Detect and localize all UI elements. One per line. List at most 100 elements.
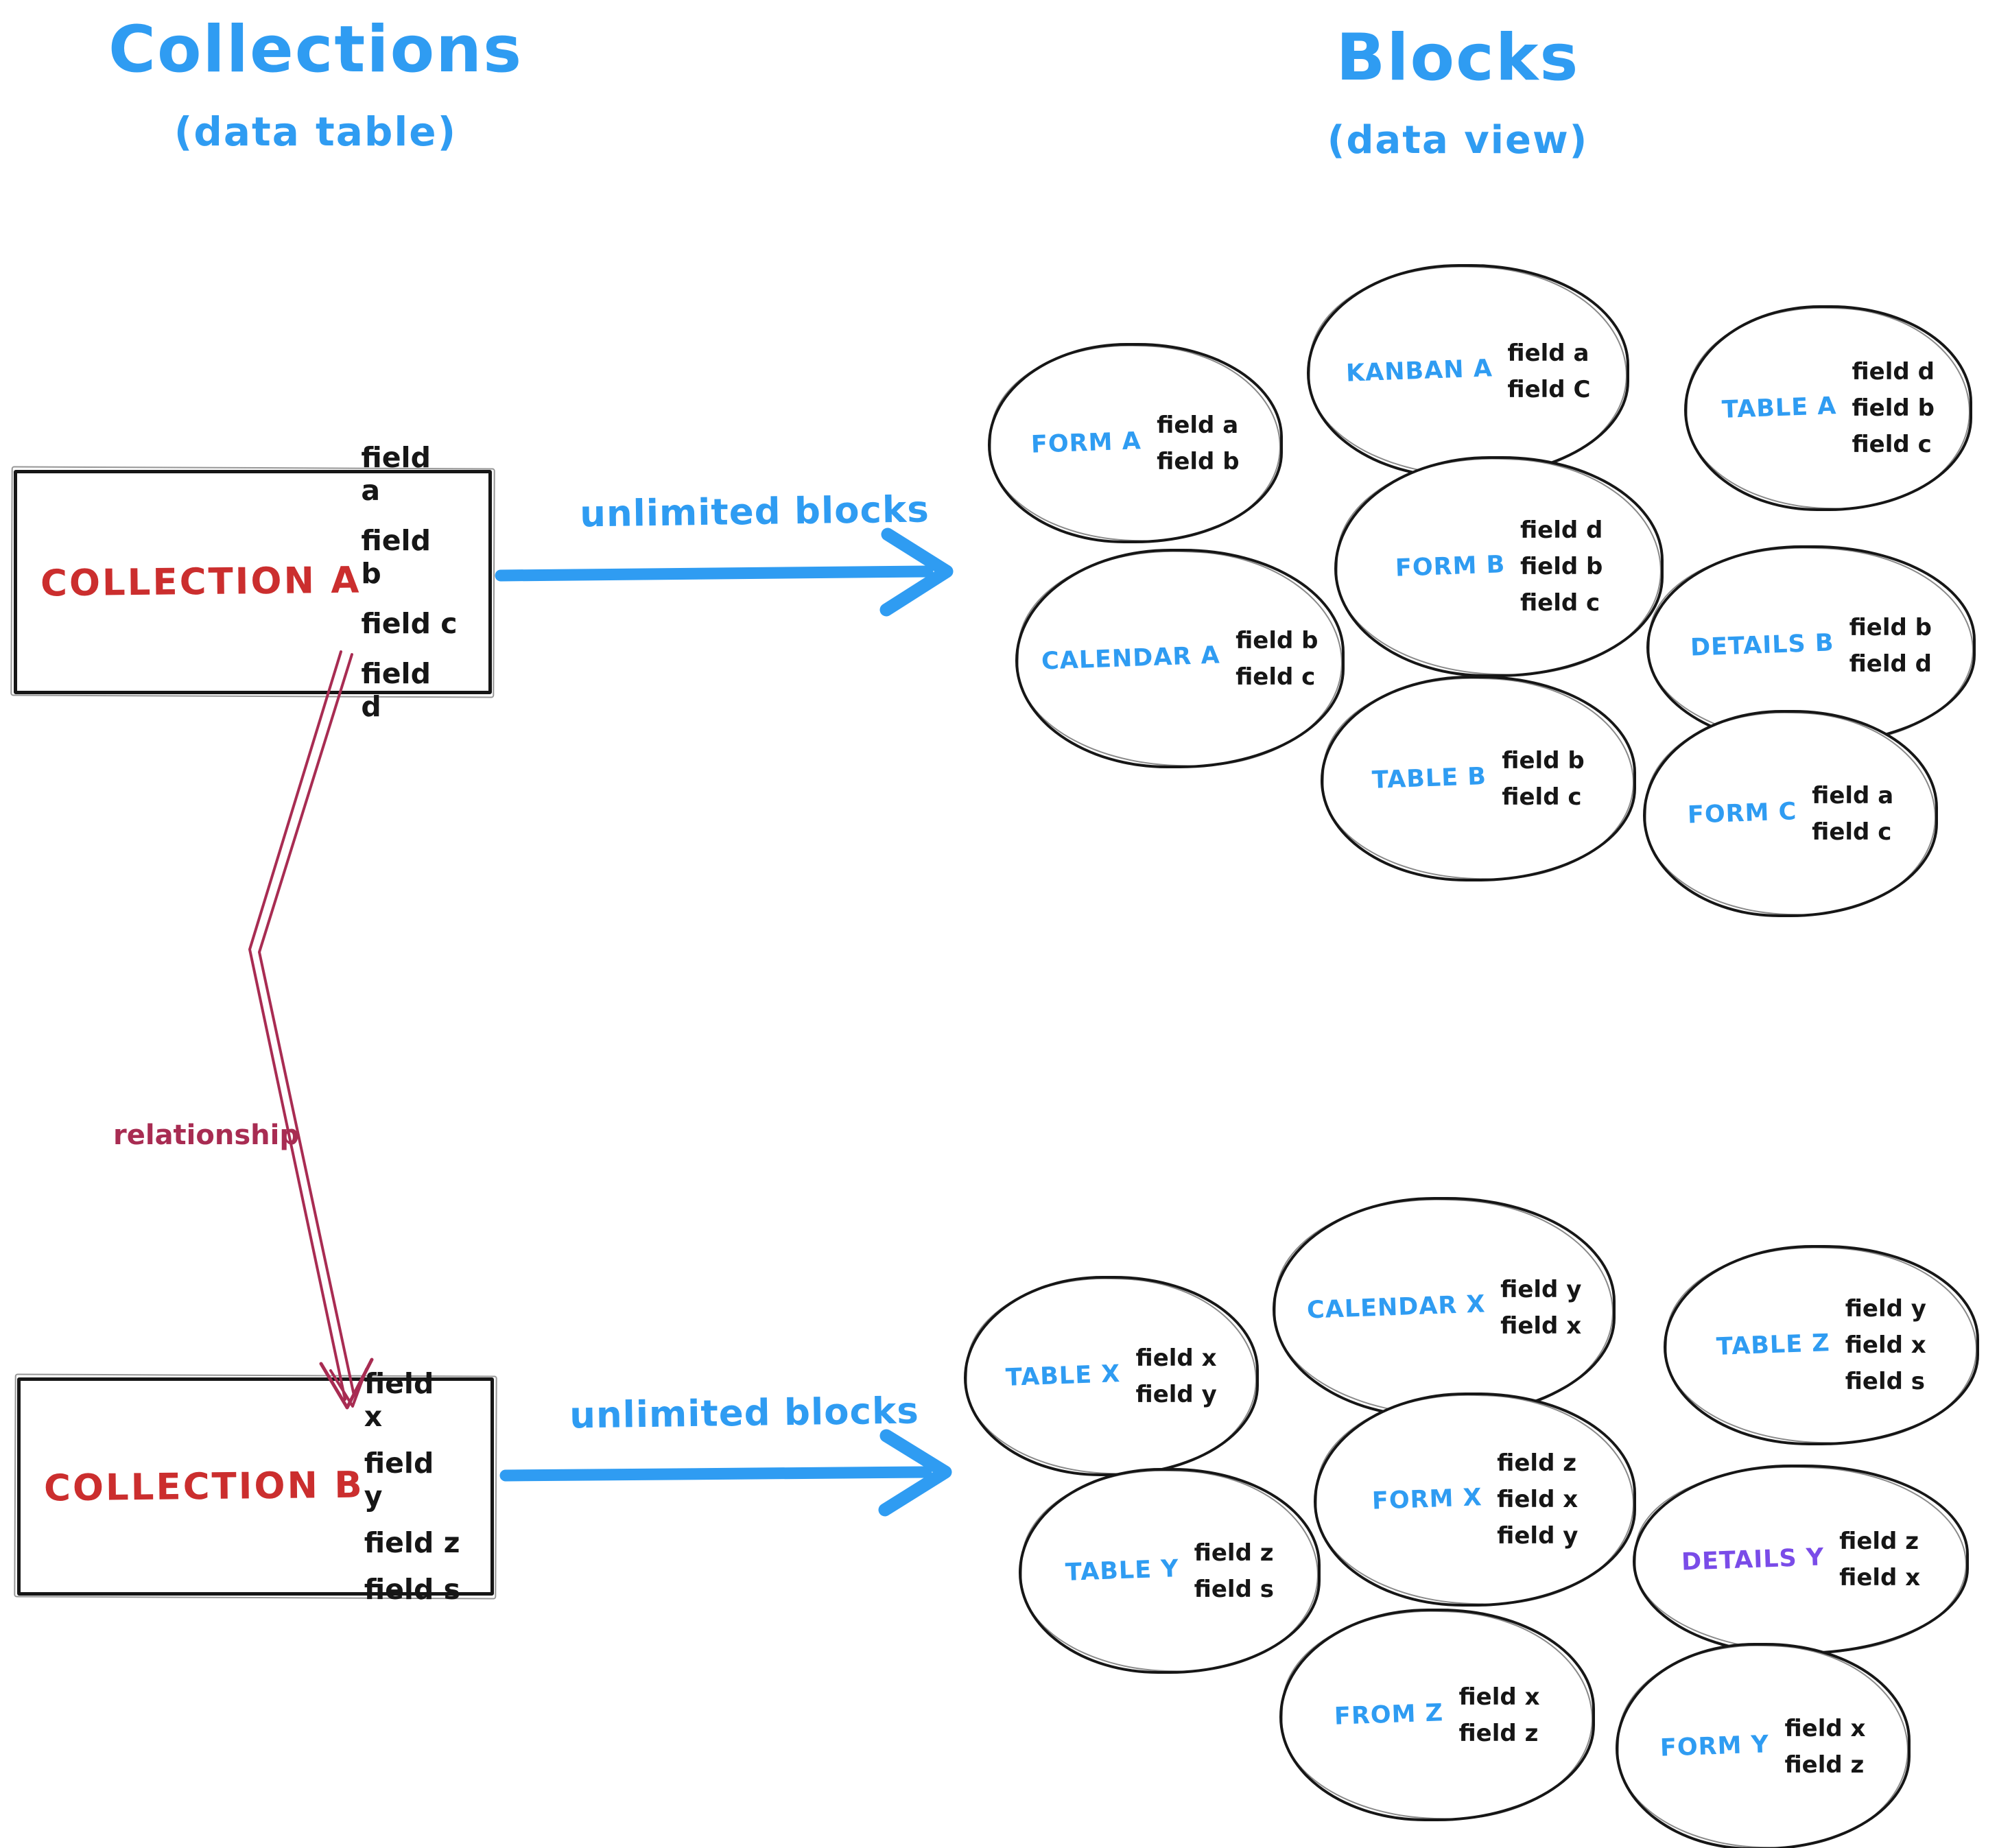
field-label: field y <box>1497 1522 1579 1550</box>
field-label: field b <box>1849 613 1932 641</box>
block-table-x: TABLE X field x field y <box>964 1276 1259 1476</box>
block-fields: field y field x <box>1500 1276 1581 1340</box>
block-label: TABLE Y <box>1065 1555 1180 1587</box>
block-fields: field x field z <box>1458 1683 1539 1747</box>
field-label: field x <box>1784 1714 1866 1742</box>
block-fields: field d field b field c <box>1520 517 1603 617</box>
block-calendar-a: CALENDAR A field b field c <box>1015 549 1345 768</box>
block-fields: field z field x <box>1839 1528 1920 1591</box>
field-label: field d <box>1520 517 1603 544</box>
field-label: field a <box>1507 339 1589 367</box>
field-label: field x <box>1458 1683 1540 1711</box>
block-fields: field x field y <box>1136 1344 1217 1408</box>
field-label: field y <box>1845 1295 1926 1323</box>
block-label: FROM Z <box>1334 1699 1445 1731</box>
field-label: field c <box>1812 818 1892 846</box>
field-label: field s <box>1845 1368 1926 1395</box>
field-label: field z <box>1458 1719 1539 1747</box>
block-fields: field b field d <box>1849 614 1932 678</box>
field-label: field b <box>1502 746 1585 774</box>
field-label: field c <box>1852 431 1932 458</box>
block-label: FORM Y <box>1659 1731 1771 1762</box>
block-form-y: FORM Y field x field z <box>1616 1643 1911 1848</box>
block-fields: field z field x field y <box>1497 1449 1578 1550</box>
collections-subtitle: (data table) <box>174 108 458 155</box>
block-kanban-a: KANBAN A field a field C <box>1307 264 1629 478</box>
block-form-b: FORM B field d field b field c <box>1334 456 1664 677</box>
field-label: field x <box>1845 1331 1926 1359</box>
relationship-arrow <box>248 650 374 1410</box>
block-fields: field x field z <box>1784 1715 1865 1779</box>
block-fields: field y field x field s <box>1845 1295 1926 1395</box>
block-label: TABLE B <box>1371 763 1487 794</box>
block-label: DETAILS Y <box>1681 1543 1825 1576</box>
field-label: field d <box>1852 358 1935 386</box>
field-label: field x <box>364 1367 434 1433</box>
block-label: FORM A <box>1030 427 1142 459</box>
block-form-c: FORM C field a field c <box>1643 710 1938 917</box>
collection-b-name: COLLECTION B <box>43 1464 365 1509</box>
collection-b-box: COLLECTION B field x field y field z fie… <box>17 1367 494 1606</box>
block-details-y: DETAILS Y field z field x <box>1633 1465 1969 1655</box>
unlimited-blocks-label-bottom: unlimited blocks <box>569 1390 920 1437</box>
collection-a-box: COLLECTION A field a field b field c fie… <box>14 441 492 723</box>
block-table-a: TABLE A field d field b field c <box>1684 305 1972 511</box>
field-label: field z <box>1839 1528 1919 1555</box>
block-label: KANBAN A <box>1345 355 1493 388</box>
field-label: field y <box>1500 1275 1582 1303</box>
field-label: field d <box>361 657 431 723</box>
field-label: field z <box>1784 1751 1865 1779</box>
field-label: field y <box>364 1447 434 1513</box>
field-label: field z <box>364 1526 460 1559</box>
field-label: field x <box>1500 1312 1582 1340</box>
collection-a-fields: field a field b field c field d <box>361 441 458 723</box>
field-label: field y <box>1135 1380 1217 1408</box>
block-table-z: TABLE Z field y field x field s <box>1664 1245 1979 1445</box>
block-table-b: TABLE B field b field c <box>1321 676 1636 881</box>
relationship-label: relationship <box>113 1120 299 1151</box>
field-label: field x <box>1839 1564 1921 1591</box>
field-label: field d <box>1849 650 1932 678</box>
field-label: field c <box>1520 589 1600 617</box>
block-label: FORM C <box>1687 798 1797 829</box>
unlimited-blocks-label-top: unlimited blocks <box>579 488 930 536</box>
collection-a-name: COLLECTION A <box>40 559 362 605</box>
blocks-subtitle: (data view) <box>1327 118 1589 163</box>
field-label: field z <box>1194 1539 1274 1567</box>
block-label: DETAILS B <box>1690 629 1835 662</box>
field-label: field b <box>1235 626 1319 654</box>
field-label: field b <box>1520 553 1603 580</box>
unlimited-blocks-arrow-top <box>495 528 954 617</box>
block-form-x: FORM X field z field x field y <box>1314 1393 1636 1607</box>
field-label: field b <box>361 524 431 590</box>
field-label: field c <box>1235 663 1316 691</box>
block-fields: field b field c <box>1235 627 1318 691</box>
field-label: field a <box>1812 781 1894 809</box>
field-label: field x <box>1497 1486 1579 1513</box>
block-label: CALENDAR X <box>1305 1290 1486 1325</box>
block-from-z: FROM Z field x field z <box>1279 1609 1595 1821</box>
block-label: TABLE Z <box>1716 1329 1831 1361</box>
block-fields: field a field c <box>1812 782 1893 846</box>
block-fields: field z field s <box>1194 1539 1274 1603</box>
unlimited-blocks-arrow-bottom <box>499 1429 952 1517</box>
block-table-y: TABLE Y field z field s <box>1019 1468 1321 1674</box>
collections-title: Collections <box>108 12 523 87</box>
field-label: field C <box>1507 375 1591 403</box>
block-form-a: FORM A field a field b <box>988 343 1283 543</box>
blocks-title: Blocks <box>1336 21 1580 95</box>
field-label: field z <box>1497 1449 1577 1477</box>
field-label: field a <box>361 441 431 507</box>
field-label: field x <box>1135 1344 1217 1372</box>
field-label: field c <box>361 607 458 640</box>
block-calendar-x: CALENDAR X field y field x <box>1273 1197 1616 1418</box>
collection-b-fields: field x field y field z field s <box>364 1367 460 1606</box>
field-label: field b <box>1852 394 1935 422</box>
block-label: TABLE A <box>1721 392 1838 424</box>
field-label: field c <box>1502 783 1582 811</box>
block-label: TABLE X <box>1005 1360 1122 1392</box>
block-fields: field d field b field c <box>1852 358 1934 458</box>
field-label: field b <box>1157 447 1240 475</box>
block-label: FORM X <box>1371 1484 1482 1515</box>
